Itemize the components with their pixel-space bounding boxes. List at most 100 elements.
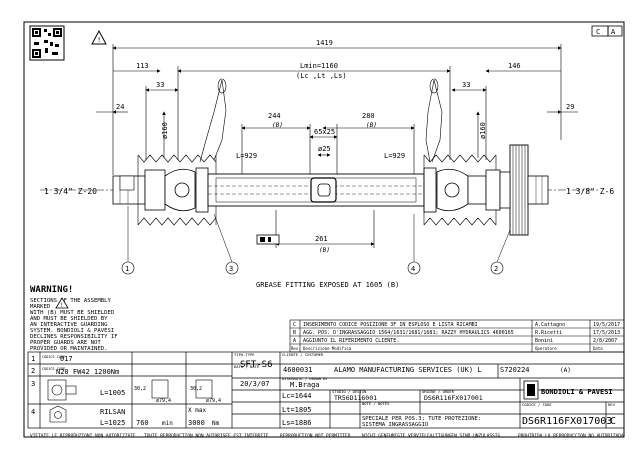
rev-box: C	[596, 28, 600, 36]
dim-261-b: (B)	[319, 247, 330, 254]
dim-lmin-sub: (Lc ,Lt ,Ls)	[296, 72, 347, 80]
rev-c-date: 19/5/2017	[593, 322, 620, 328]
dx-phi: ø79,4	[206, 398, 221, 404]
ls-val: Ls=1886	[282, 419, 312, 427]
client-code: 4600031	[283, 366, 313, 374]
svg-text:3: 3	[31, 380, 35, 388]
rev-a-date: 2/8/2007	[593, 338, 617, 344]
rev-c-desc: INSERIMENTO CODICE POSIZIONE 3F IN ESPLO…	[303, 322, 478, 328]
svg-text:!: !	[97, 36, 101, 44]
dim-24: 24	[116, 103, 124, 111]
dim-280-b: (B)	[366, 122, 377, 129]
type-val: SFT-S6	[240, 360, 273, 370]
rev-header-id: Rev.	[291, 346, 301, 351]
dim-l929-right: L=929	[384, 152, 405, 160]
manual-warning-icon: !	[91, 29, 107, 45]
dim-29: 29	[566, 103, 574, 111]
dim-lmin: Lmin=1160	[300, 62, 338, 70]
dim-phi25: ø25	[318, 145, 331, 153]
title-block	[27, 351, 625, 429]
callout-2: 2	[494, 265, 498, 273]
svg-text:MARKED: MARKED	[30, 304, 51, 310]
p3-len: L=1005	[100, 389, 125, 397]
callout-4: 4	[411, 265, 415, 273]
notes-line-1: SPECIALE PER POS.3; TUTE PROTEZIONE:	[362, 416, 481, 422]
driveshaft-drawing	[112, 78, 549, 245]
type-label: TIPO-TYPE	[234, 352, 255, 357]
dim-244-b: (B)	[272, 122, 283, 129]
code-label: CODICE / CODE	[522, 402, 552, 407]
drawn-val: M.Braga	[290, 381, 320, 389]
svg-text:WITH (B) MUST BE SHIELDED: WITH (B) MUST BE SHIELDED	[30, 310, 115, 316]
svg-text:AND MUST BE SHIELDED BY: AND MUST BE SHIELDED BY	[30, 316, 108, 322]
brand-name: BONDIOLI & PAVESI	[541, 388, 613, 396]
notes-line-2: SISTEMA INGRASSAGGIO	[362, 422, 428, 428]
rev-c-id: C	[293, 322, 296, 328]
dim-244: 244	[268, 112, 281, 120]
client-name: ALAMO MANUFACTURING SERVICES (UK) L	[334, 366, 482, 374]
rev-a-desc: AGGIUNTO IL RIFERIMENTO CLIENTE.	[303, 338, 399, 344]
stud-label: STUDIO / DESIGN	[332, 389, 367, 394]
client-label: CLIENTE / CUSTOMER	[282, 352, 324, 357]
dim-33-left: 33	[156, 81, 164, 89]
svg-text:!: !	[60, 302, 64, 309]
svg-text:DECLINES RESPONSIBILITY IF: DECLINES RESPONSIBILITY IF	[30, 334, 118, 340]
svg-text:PROVIDED OR MAINTAINED.: PROVIDED OR MAINTAINED.	[30, 346, 107, 352]
svg-text:AN INTERACTIVE GUARDING: AN INTERACTIVE GUARDING	[30, 322, 108, 328]
client-ref: S720224	[500, 366, 530, 374]
bondioli-pavesi-logo: BONDIOLI & PAVESI	[523, 380, 613, 400]
svg-text:VIETATE LE RIPRODUZIONI NON AU: VIETATE LE RIPRODUZIONI NON AUTORIZZATE	[30, 433, 136, 439]
warning-title: WARNING!	[30, 285, 73, 295]
stud-val: TR56D116001	[334, 394, 377, 402]
sheet-frame	[23, 21, 625, 438]
date-label: DATA / DATE	[234, 364, 260, 369]
p1-code: 017	[60, 355, 73, 363]
dim-146: 146	[508, 62, 521, 70]
dim-33-right: 33	[462, 81, 470, 89]
svg-text:SYSTEM. BONDIOLI & PAVESI: SYSTEM. BONDIOLI & PAVESI	[30, 328, 114, 334]
dim-65x25: 65x25	[314, 128, 335, 136]
p2-val: N20 FW42 1200Nm	[56, 368, 119, 376]
spline-left: 1 3/4" Z-20	[44, 187, 97, 196]
callout-3: 3	[229, 265, 233, 273]
rev-val: C	[610, 416, 616, 427]
svg-text:2: 2	[31, 367, 35, 375]
rev-header-desc: Descrizione Modifica	[303, 346, 352, 351]
svg-text:SECTIONS OF THE ASSEMBLY: SECTIONS OF THE ASSEMBLY	[30, 298, 111, 304]
p2-label: CODICE CODE	[42, 367, 65, 371]
warning-text: SECTIONS OF THE ASSEMBLY MARKED WITH (B)…	[30, 298, 118, 352]
client-ref-b: (A)	[560, 367, 571, 374]
dim-phi160-right: ø160	[479, 122, 487, 139]
svg-text:1: 1	[31, 355, 35, 363]
rev-label: REV	[608, 402, 616, 407]
revision-table	[289, 319, 625, 353]
sx-dim: 30,2	[134, 386, 146, 392]
rev-a-id: A	[293, 338, 296, 344]
rev-b-date: 17/5/2013	[593, 330, 620, 336]
date-val: 20/3/07	[240, 380, 270, 388]
sx-phi: ø79,4	[156, 398, 171, 404]
speed-unit: min	[162, 420, 173, 427]
dimension-lines	[96, 44, 578, 248]
svg-text:NICHT GENEHMIGTE VERVIELFALTIG: NICHT GENEHMIGTE VERVIELFALTIGUNGEN SIND…	[362, 433, 500, 439]
dim-phi160-left: ø160	[161, 122, 169, 139]
rev-c-by: A.Cattagno	[535, 322, 565, 328]
notes-label: NOTE / NOTES	[362, 401, 390, 406]
power-unit: Nm	[212, 420, 220, 427]
dx-dim: 30,2	[190, 386, 202, 392]
order-label: ORDINE / ORDER	[422, 389, 455, 394]
rev-header-by: Operatore	[535, 346, 557, 351]
page-box: A	[611, 28, 616, 36]
dim-overall: 1419	[316, 39, 333, 47]
callout-1: 1	[125, 265, 129, 273]
lt-val: Lt=1805	[282, 406, 312, 414]
svg-text:REPRODUCTION NOT PERMITTED: REPRODUCTION NOT PERMITTED	[280, 433, 351, 439]
grease-note: GREASE FITTING EXPOSED AT 1605 (B)	[256, 281, 399, 289]
svg-text:PROHIBIDA LA REPRODUCCION NO A: PROHIBIDA LA REPRODUCCION NO AUTORIZADA	[518, 433, 624, 439]
qr-code-icon	[29, 25, 65, 61]
speed: 760	[136, 419, 149, 427]
svg-text:PROPER GUARDS ARE NOT: PROPER GUARDS ARE NOT	[30, 340, 101, 346]
p1-label: CODICE CODE	[42, 355, 65, 359]
order-val: DS6R116FX017001	[424, 394, 483, 402]
